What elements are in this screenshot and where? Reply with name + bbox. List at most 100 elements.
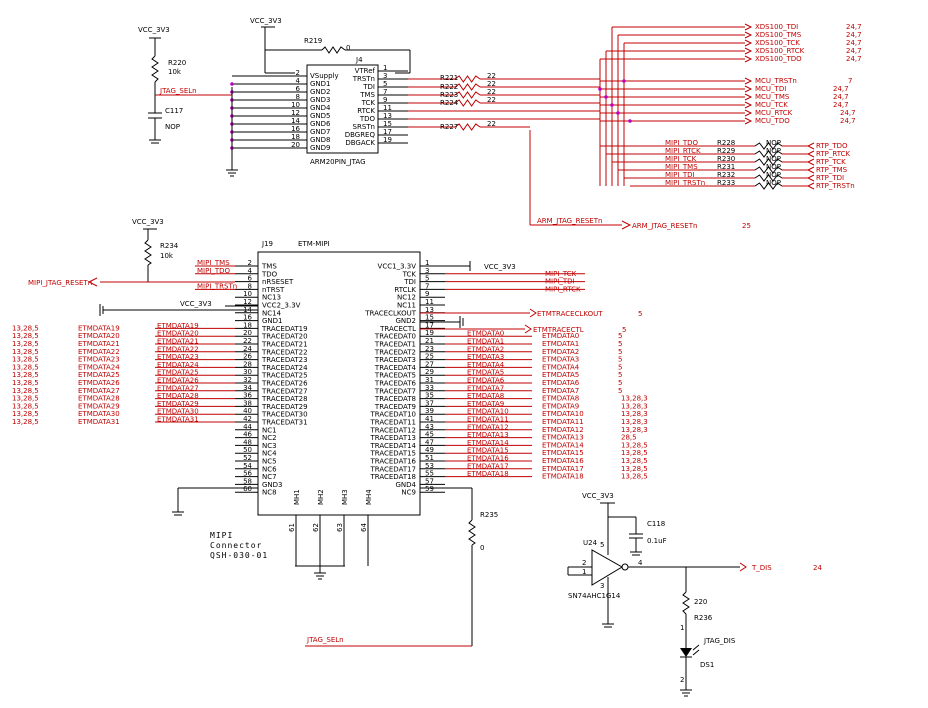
j19-pin-signal: TRACEDAT11 [369,419,416,427]
rtp-resistor-ref: R228 [717,139,735,147]
j19-side-power: VCC_3V3 VCC_3V3 [99,261,516,580]
etm-net-label-bus: ETMDATA19 [157,322,199,330]
j4-pin-number: 15 [383,120,392,128]
net-flag-icon [744,39,753,47]
mcu-net-label: MCU_TDI [755,85,786,93]
net-flag-icon [806,166,815,174]
j4-pin-signal: GND3 [310,96,331,104]
j4-pin-signal: DBGREQ [345,131,376,139]
j19-pin-signal: RTCLK [394,286,416,294]
mcu-net-page: 24,7 [833,101,849,109]
etm-net-page: 13,28,5 [12,332,39,340]
j19-pin-number: 13 [425,306,434,314]
j4-pin-signal: DBGACK [345,139,375,147]
etm-net-label-bus: ETMDATA30 [157,408,199,416]
etm-net-label: ETMDATA15 [542,449,584,457]
j19-ref: J19 [261,240,273,248]
j19-pin-signal: NC9 [401,489,416,497]
j19-pin-signal: TRACECLKOUT [364,309,416,317]
j4-pin-number: 5 [383,80,387,88]
j4-pin-number: 9 [383,96,387,104]
r236-pin-1: 1 [680,624,684,632]
j19-pin-signal: NC6 [262,465,277,473]
j19-pin-number: 49 [425,446,434,454]
j19-pin-number: 27 [425,360,434,368]
rtp-net-label: RTP_TCK [816,158,846,166]
net-flag-icon [806,174,815,182]
j19-pin-signal: TRACEDAT1 [374,341,416,349]
j19-pin-signal: TRACEDAT2 [374,348,416,356]
etm-net-label-bus: ETMDATA8 [467,392,504,400]
j4-pin-signal: TDO [359,115,376,123]
j19-pin-signal: NC3 [262,442,277,450]
j19-pin-signal: TRACEDAT31 [261,419,308,427]
junction-dot [604,95,608,99]
j19-pin-signal: TRACEDAT19 [261,325,308,333]
etm-net-label: ETMDATA11 [542,418,584,426]
j19-pin-number: 37 [425,399,434,407]
ds1-net: JTAG_DIS [703,637,736,645]
j19-pin-signal: TRACEDAT18 [369,473,416,481]
etm-net-label: ETMDATA8 [542,395,579,403]
j19-pin-signal: NC7 [262,473,277,481]
j19-pin-signal: NC13 [262,294,281,302]
j19-pin-signal: nRSESET [262,278,294,286]
junction-dot [598,87,602,91]
etm-net-page: 5 [618,356,622,364]
j19-pin-number: 40 [243,407,252,415]
j19-pin-number: 52 [243,454,252,462]
etm-net-label-bus: ETMDATA0 [467,330,504,338]
etm-net-page: 28,5 [621,434,637,442]
r224-ref: R224 [440,99,459,107]
rtp-net-label: RTP_TDO [816,142,848,150]
j19-pin-signal: TRACEDAT5 [374,372,416,380]
j19-pin-signal: TRACEDAT10 [369,411,416,419]
j4-pin-signal: GND8 [310,136,331,144]
j19-pin-signal: NC8 [262,489,277,497]
r221-ref: R221 [440,74,458,82]
j19-name: ETM-MIPI [298,240,330,248]
j19-pin-signal: TRACEDAT12 [369,426,416,434]
j19-pin-number: 54 [243,462,252,470]
j19-pin-signal: TRACEDAT22 [261,348,308,356]
rtp-resistor-value: NOP [766,139,781,147]
j19-pin-signal: TRACEDAT0 [374,333,416,341]
etm-net-label: ETMDATA2 [542,348,579,356]
etm-net-label: ETMDATA22 [78,348,120,356]
j4-pin-signal: VSupply [310,72,339,80]
mcu-net-page: 24,7 [833,85,849,93]
j4-pin-number: 7 [383,88,387,96]
etm-net-label-bus: ETMDATA25 [157,369,199,377]
nop-resistor [754,174,783,182]
etm-net-label: ETMDATA28 [78,395,120,403]
j19-pin-signal: TRACEDAT9 [374,403,416,411]
r222-ref: R222 [440,83,458,91]
j19-pin-number: 5 [425,275,429,283]
j19-pin-number: 29 [425,368,434,376]
net-flag-icon [744,85,753,93]
j19-pin-number: 11 [425,298,434,306]
j19-pin-signal: TRACEDAT16 [369,458,416,466]
j19-pin-signal: GND3 [262,481,283,489]
j4-pin-number: 20 [291,141,300,149]
j19-pin-signal: NC4 [262,450,277,458]
xds-net-label: XDS100_TCK [755,39,800,47]
vcc-r234-group: VCC_3V3 R234 10k MIPI_JTAG_RESETn [28,218,235,287]
etm-ctl-page: 5 [622,326,626,334]
etm-net-label: ETMDATA27 [78,387,120,395]
series-resistor [454,123,481,131]
vcc-label: VCC_3V3 [250,17,282,25]
j4-pin-number: 13 [383,112,392,120]
mcu-net-label: MCU_RTCK [755,109,793,117]
junction-dot [622,79,626,83]
mcu-net-page: 24,7 [840,117,856,125]
etm-net-label-bus: ETMDATA10 [467,408,509,416]
j19-pin-number: 60 [243,485,252,493]
etm-net-label: ETMDATA21 [78,340,120,348]
j19-pin-number: 4 [248,267,253,275]
vcc-r220-group: VCC_3V3 R220 10k C117 NOP JTAG_SELn [138,26,232,144]
j4-pin-number: 4 [296,77,301,85]
